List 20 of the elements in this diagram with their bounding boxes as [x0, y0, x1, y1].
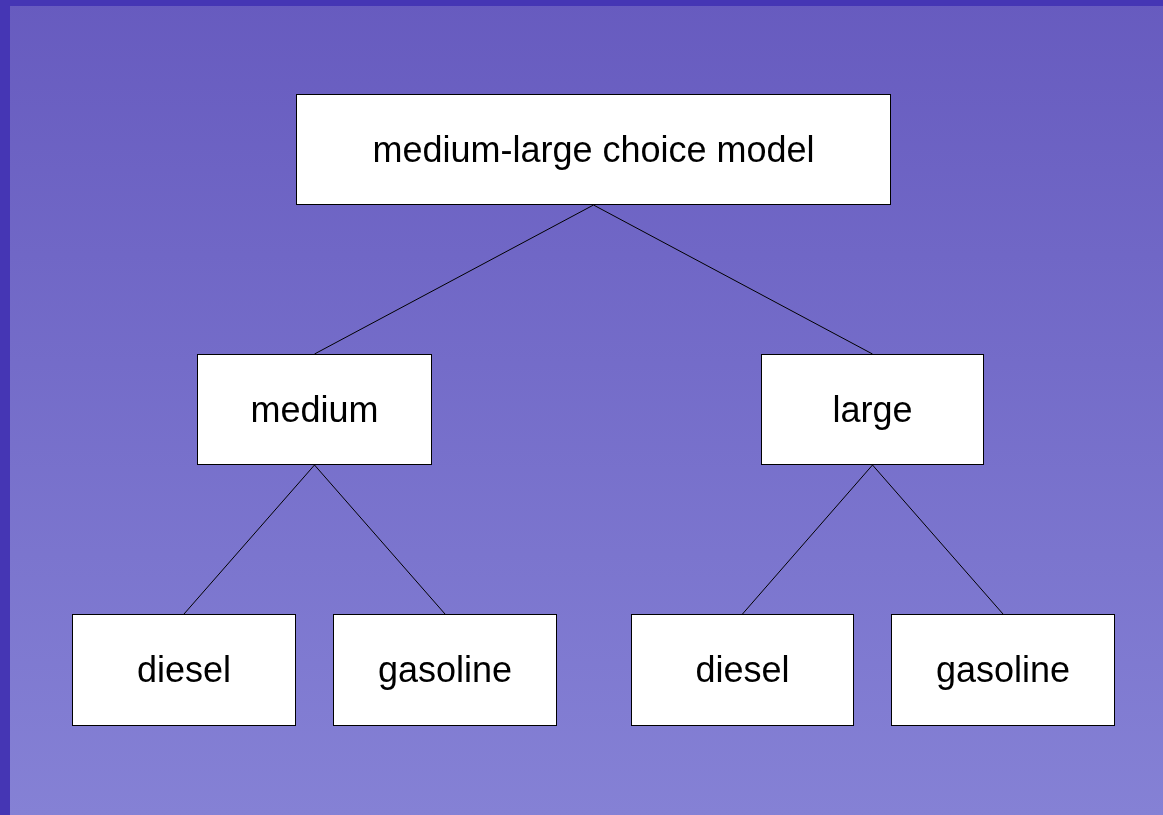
node-label: medium — [250, 387, 379, 432]
connector-line — [183, 464, 315, 615]
category-box — [631, 614, 854, 726]
node-label: large — [832, 387, 913, 432]
connector-line — [593, 204, 873, 355]
category-box — [333, 614, 557, 726]
node-label: medium-large choice model — [372, 127, 815, 172]
node-label: gasoline — [377, 648, 513, 692]
node-label: gasoline — [935, 648, 1071, 692]
category-box — [761, 354, 984, 465]
connector-line — [872, 464, 1004, 615]
connector-line — [314, 464, 446, 615]
connector-line — [314, 204, 594, 355]
connector-line — [742, 464, 873, 615]
category-box — [891, 614, 1115, 726]
node-label: diesel — [695, 648, 790, 692]
node-label: diesel — [136, 648, 232, 692]
category-box — [197, 354, 432, 465]
category-box — [72, 614, 296, 726]
category-box — [296, 94, 891, 205]
